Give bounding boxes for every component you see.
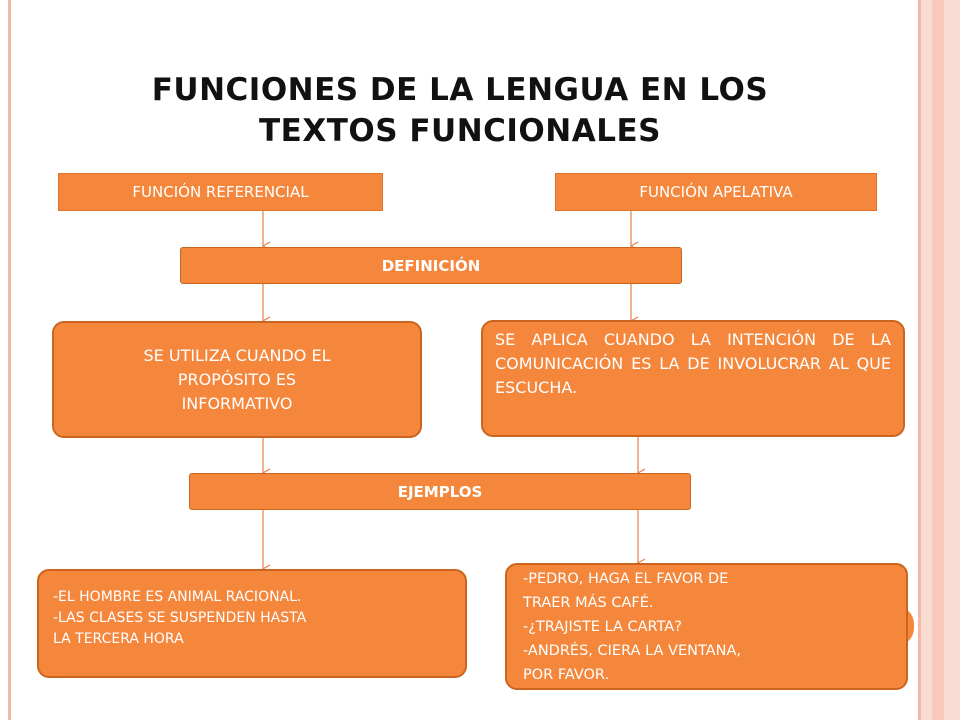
definition-bar: DEFINICIÓN <box>180 247 682 284</box>
example-apelativa-line: -¿TRAJISTE LA CARTA? <box>523 619 682 635</box>
example-referencial-line: -EL HOMBRE ES ANIMAL RACIONAL. <box>53 589 302 605</box>
example-apelativa-line: TRAER MÁS CAFÉ. <box>523 595 654 611</box>
example-apelativa-line: POR FAVOR. <box>523 667 610 683</box>
definition-referencial-box: SE UTILIZA CUANDO EL PROPÓSITO ES INFORM… <box>52 321 422 438</box>
header-funcion-referencial: FUNCIÓN REFERENCIAL <box>58 173 383 211</box>
slide-frame-left <box>8 0 11 720</box>
slide-title: FUNCIONES DE LA LENGUA EN LOS TEXTOS FUN… <box>40 70 880 152</box>
definition-apelativa-text: SE APLICA CUANDO LA INTENCIÓN DE LA COMU… <box>495 330 891 397</box>
title-line-1: FUNCIONES DE LA LENGUA EN LOS <box>151 72 769 108</box>
example-referencial-line: LA TERCERA HORA <box>53 631 184 647</box>
slide-frame-right <box>918 0 960 720</box>
definition-referencial-line: SE UTILIZA CUANDO EL <box>143 345 331 365</box>
definition-bar-label: DEFINICIÓN <box>381 256 481 275</box>
header-funcion-referencial-label: FUNCIÓN REFERENCIAL <box>132 183 309 201</box>
examples-apelativa-box: -PEDRO, HAGA EL FAVOR DE TRAER MÁS CAFÉ.… <box>505 563 908 690</box>
definition-referencial-line: INFORMATIVO <box>181 393 293 413</box>
title-line-2: TEXTOS FUNCIONALES <box>259 113 661 149</box>
example-apelativa-line: -PEDRO, HAGA EL FAVOR DE <box>523 571 729 587</box>
examples-bar-label: EJEMPLOS <box>397 482 483 501</box>
definition-apelativa-box: SE APLICA CUANDO LA INTENCIÓN DE LA COMU… <box>481 320 905 437</box>
definition-referencial-line: PROPÓSITO ES <box>177 369 297 389</box>
example-referencial-line: -LAS CLASES SE SUSPENDEN HASTA <box>53 610 307 626</box>
header-funcion-apelativa-label: FUNCIÓN APELATIVA <box>639 183 793 201</box>
header-funcion-apelativa: FUNCIÓN APELATIVA <box>555 173 877 211</box>
examples-bar: EJEMPLOS <box>189 473 691 510</box>
examples-referencial-box: -EL HOMBRE ES ANIMAL RACIONAL. -LAS CLAS… <box>37 569 467 678</box>
example-apelativa-line: -ANDRÉS, CIERA LA VENTANA, <box>523 643 741 659</box>
